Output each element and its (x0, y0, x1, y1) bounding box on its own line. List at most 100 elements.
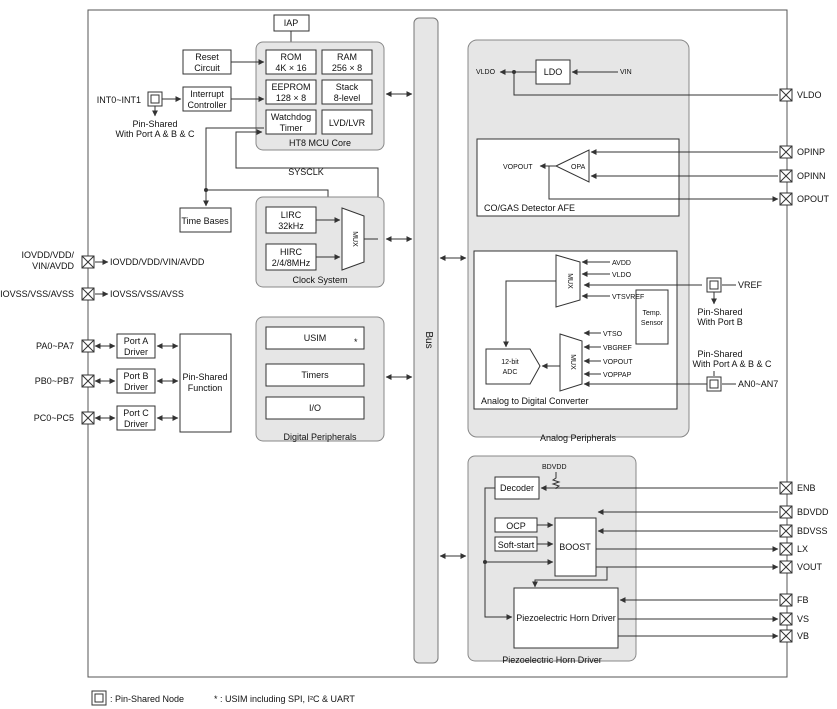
pin-shared-label-2: Function (188, 383, 223, 393)
port-b-label: Port B (123, 371, 148, 381)
adc-mux-1-label: MUX (566, 273, 573, 289)
sysclk-label: SYSCLK (288, 167, 324, 177)
port-a-label: Port A (124, 336, 149, 346)
right-pin-label-6: ENB (797, 483, 816, 493)
right-pin-label-12: VS (797, 614, 809, 624)
sysclk-line (235, 129, 379, 236)
eeprom-size: 128 × 8 (276, 93, 306, 103)
iovdd-pin-label-2: VIN/AVDD (32, 261, 74, 271)
pin-box-11 (779, 593, 793, 607)
mux2-input-label-0: VTSO (603, 331, 623, 338)
iap-label: IAP (284, 18, 299, 28)
right-pin-label-1: OPINP (797, 147, 825, 157)
ldo-block (535, 59, 571, 85)
vout-to-driver (532, 567, 608, 588)
analog-peripherals-group: Analog Peripherals LDO VIN VLDO CO/GAS D… (467, 39, 779, 443)
vref-shared-node-inner (709, 280, 719, 290)
legend-node-text: : Pin-Shared Node (110, 694, 184, 704)
mux1-input-label-0: AVDD (612, 260, 631, 267)
rom-size: 4K × 16 (275, 63, 306, 73)
mux2-input-label-2: VOPOUT (603, 359, 633, 366)
adc-label: 12-bit (501, 359, 519, 366)
right-pin-label-3: OPOUT (797, 194, 830, 204)
mcu-core-title: HT8 MCU Core (289, 138, 351, 148)
int-shared-node-inner (150, 94, 160, 104)
piezo-driver-block (513, 587, 619, 649)
iovss-pin-label: IOVSS/VSS/AVSS (0, 289, 74, 299)
vref-note: Pin-Shared (697, 307, 742, 317)
ocp-label: OCP (506, 521, 526, 531)
lvd-block (321, 109, 373, 135)
pin-box-7 (779, 505, 793, 519)
interrupt-label-2: Controller (187, 100, 226, 110)
bus-label: Bus (423, 331, 434, 348)
afe-title: CO/GAS Detector AFE (484, 203, 575, 213)
bus (413, 17, 439, 664)
adc-label-2: ADC (503, 369, 518, 376)
pc-pin-box (81, 411, 95, 425)
mux1-to-adc (503, 280, 556, 348)
pb-pin-box (81, 374, 95, 388)
port-c-label-2: Driver (124, 419, 148, 429)
int-note: Pin-Shared (132, 119, 177, 129)
ram-size: 256 × 8 (332, 63, 362, 73)
junction-dot-2 (483, 560, 487, 564)
rom-block (265, 49, 317, 75)
pin-box-8 (779, 524, 793, 538)
port-a-driver (116, 333, 156, 359)
adc-group-title: Analog to Digital Converter (481, 396, 589, 406)
int-pin-label: INT0~INT1 (97, 95, 141, 105)
temp-label-2: Sensor (641, 320, 664, 327)
pc-pin-label: PC0~PC5 (34, 413, 74, 423)
ldo-label: LDO (544, 67, 563, 77)
legend-node-inner (94, 693, 104, 703)
hirc-label: HIRC (280, 247, 302, 257)
clock-mux-label: MUX (351, 231, 358, 247)
right-pin-label-0: VLDO (797, 90, 822, 100)
clock-mux (341, 207, 365, 271)
opa-label: OPA (571, 164, 586, 171)
vref-note-2: With Port B (697, 317, 743, 327)
stack-block (321, 79, 373, 105)
port-a-label-2: Driver (124, 347, 148, 357)
pa-pin-box (81, 339, 95, 353)
an-note-2: With Port A & B & C (692, 359, 772, 369)
digital-peripherals-group: Digital Peripherals USIM * Timers I/O (255, 316, 385, 442)
usim-label: USIM (304, 333, 327, 343)
time-bases-block (179, 207, 232, 233)
pin-box-3 (779, 192, 793, 206)
stack-label: Stack (336, 82, 359, 92)
ram-block (321, 49, 373, 75)
adc-12bit-block (485, 348, 541, 385)
right-pin-label-7: BDVDD (797, 507, 829, 517)
right-pin-label-9: LX (797, 544, 808, 554)
vref-pin-label: VREF (738, 280, 763, 290)
an-pin-label: AN0~AN7 (738, 379, 778, 389)
right-pin-label-8: BDVSS (797, 526, 828, 536)
temp-label: Temp. (642, 310, 661, 317)
pin-box-13 (779, 629, 793, 643)
vin-label: VIN (620, 69, 632, 76)
vldo-signal: VLDO (476, 69, 496, 76)
digital-peripherals-title: Digital Peripherals (283, 432, 357, 442)
mux1-input-label-2: VTSVREF (612, 294, 644, 301)
timers-label: Timers (301, 370, 329, 380)
int-note-2: With Port A & B & C (115, 129, 195, 139)
pin-box-1 (779, 145, 793, 159)
vopout-signal: VOPOUT (503, 164, 533, 171)
left-pins: INT0~INT1 Pin-Shared With Port A & B & C… (0, 91, 205, 423)
rom-label: ROM (281, 52, 302, 62)
pin-box-9 (779, 542, 793, 556)
eeprom-block (265, 79, 317, 105)
bdvdd-signal: BDVDD (542, 464, 567, 471)
port-b-label-2: Driver (124, 382, 148, 392)
right-pin-label-13: VB (797, 631, 809, 641)
horn-driver-group: Piezoelectric Horn Driver BDVDD Decoder … (467, 455, 779, 665)
watchdog-label-2: Timer (280, 123, 303, 133)
io-label: I/O (309, 403, 321, 413)
left-pin-boxes (81, 255, 95, 425)
an-shared-node-inner (709, 379, 719, 389)
iovdd-pin-box (81, 255, 95, 269)
mux2-input-label-1: VBGREF (603, 345, 632, 352)
